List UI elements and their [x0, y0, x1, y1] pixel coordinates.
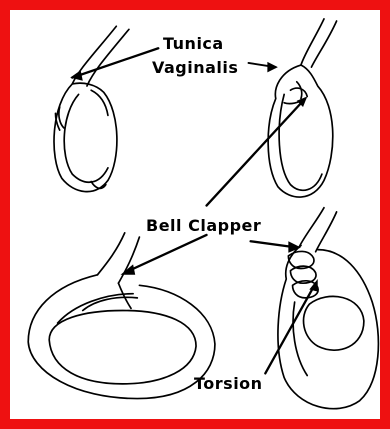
label-vaginalis: Vaginalis: [152, 58, 238, 77]
horizontal-lie-drawing: [28, 233, 215, 399]
bell-clapper-arrow-up: [207, 96, 308, 205]
normal-testis-drawing: [54, 26, 129, 191]
bell-clapper-testis-drawing: [268, 19, 336, 197]
torsion-leader-line: [265, 279, 317, 373]
vaginalis-leader-arrow: [248, 62, 277, 72]
tunica-leader-line: [70, 48, 158, 81]
bell-clapper-arrow-right: [251, 241, 301, 253]
label-bell-clapper: Bell Clapper: [146, 216, 261, 235]
label-tunica: Tunica: [163, 34, 224, 53]
label-torsion: Torsion: [194, 374, 263, 393]
torsion-testis-drawing: [278, 208, 378, 409]
